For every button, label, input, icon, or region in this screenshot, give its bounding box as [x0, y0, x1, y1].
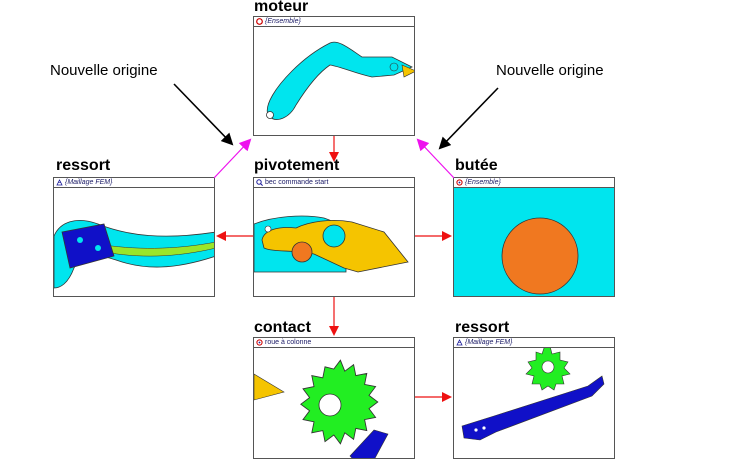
note-nouvelle-origine-right: Nouvelle origine [496, 62, 604, 79]
orange-stop-circle [501, 217, 579, 295]
spring-blade [97, 242, 214, 257]
titlebar-pivotement: bec commande start [254, 178, 414, 188]
blue-block [61, 223, 115, 269]
orange-pivot-circle [291, 241, 313, 263]
ressort-left-drawing [54, 220, 214, 289]
label-ressort-right: ressort [455, 319, 510, 336]
small-gear-hole [541, 360, 555, 374]
cyan-pivot-circle [322, 224, 346, 248]
blade-hole-2 [482, 426, 486, 430]
titlebar-butee: {Ensemble} [454, 178, 614, 188]
note-nouvelle-origine-left: Nouvelle origine [50, 62, 158, 79]
mesh-icon [56, 179, 63, 186]
contact-drawing [254, 359, 389, 458]
blue-hole-2 [95, 245, 101, 251]
panel-contact: roue à colonne [253, 337, 415, 459]
label-pivotement: pivotement [254, 157, 340, 174]
butee-drawing [454, 188, 614, 296]
mesh-icon [456, 339, 463, 346]
gear-hole [318, 393, 342, 417]
left-hole [264, 225, 272, 233]
pivotement-drawing [254, 215, 409, 273]
panel-title: {Ensemble} [265, 18, 301, 25]
blue-spring-tip [349, 429, 389, 458]
panel-title: {Maillage FEM} [465, 339, 513, 346]
panel-moteur: {Ensemble} [253, 16, 415, 136]
panel-ressort-left: {Maillage FEM} [53, 177, 215, 297]
blue-hole-1 [77, 237, 83, 243]
titlebar-ressort-right: {Maillage FEM} [454, 338, 614, 348]
panel-title: bec commande start [265, 179, 329, 186]
arrow-butee-to-moteur [416, 138, 455, 179]
motor-small-hole [389, 62, 399, 72]
label-butee: butée [455, 157, 498, 174]
gear-small-icon [256, 339, 263, 346]
panel-title: {Maillage FEM} [65, 179, 113, 186]
arrow-note-left [173, 83, 234, 146]
gear-small-icon [456, 179, 463, 186]
blue-spring-blade [461, 375, 605, 441]
motor-lever [266, 41, 413, 120]
label-ressort-left: ressort [56, 157, 111, 174]
circle-icon [256, 18, 263, 25]
titlebar-ressort-left: {Maillage FEM} [54, 178, 214, 188]
blade-hole-1 [474, 428, 478, 432]
panel-title: roue à colonne [265, 339, 312, 346]
arrow-note-right [438, 87, 499, 150]
panel-title: {Ensemble} [465, 179, 501, 186]
search-icon [256, 179, 263, 186]
panel-ressort-right: {Maillage FEM} [453, 337, 615, 459]
motor-hole [266, 111, 274, 119]
arrow-ressort-left-to-moteur [213, 138, 252, 179]
panel-pivotement: bec commande start [253, 177, 415, 297]
label-moteur: moteur [254, 0, 309, 15]
titlebar-contact: roue à colonne [254, 338, 414, 348]
titlebar-moteur: {Ensemble} [254, 17, 414, 27]
panel-butee: {Ensemble} [453, 177, 615, 297]
yellow-wedge [254, 373, 285, 401]
moteur-drawing [266, 41, 414, 120]
ressort-right-drawing [461, 348, 605, 441]
label-contact: contact [254, 319, 311, 336]
motor-tip [401, 64, 414, 78]
